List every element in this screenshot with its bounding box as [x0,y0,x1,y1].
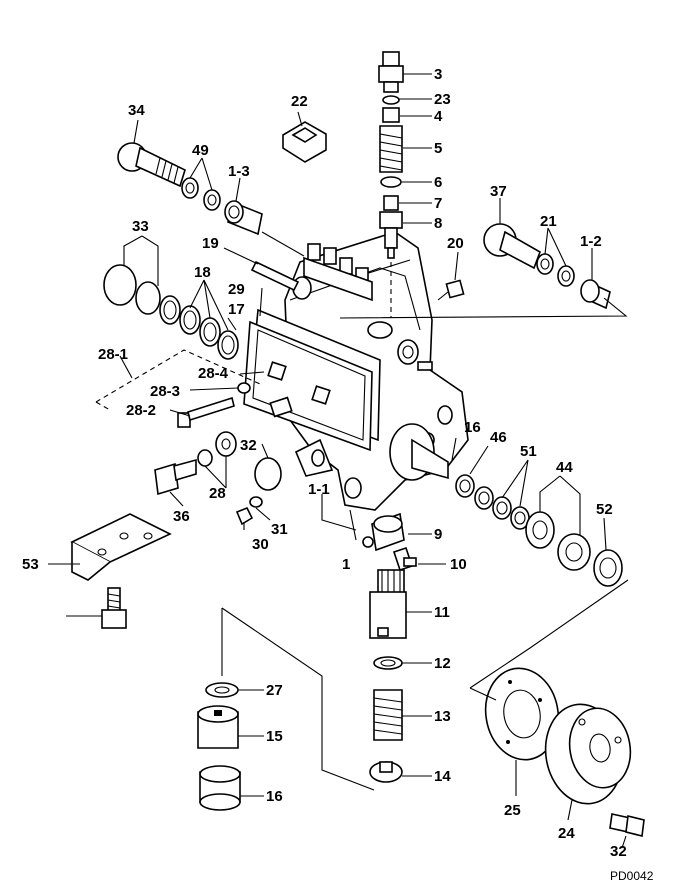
label-part-24: 21 [540,213,557,230]
label-part-22: 19 [202,235,219,252]
label-part-29: 27 [266,682,283,699]
drive-shaft-flange [389,423,449,481]
label-part-12: 12 [434,655,451,672]
label-part-6: 6 [434,174,442,191]
label-part-3: 3 [434,66,442,83]
label-part-28-3: 28-4 [198,365,229,382]
label-part-14: 14 [434,768,451,785]
label-part-15: 15 [266,728,283,745]
label-part-1-1: 1-1 [308,481,330,498]
washer-part-29 [205,682,239,698]
label-part-18: 17 [228,301,245,318]
flange-part-20 [544,703,632,805]
label-part-25: 22 [291,93,308,110]
label-part-35: 32 [240,437,257,454]
label-part-28-4: 29 [228,281,245,298]
label-part-34: 34 [128,102,145,119]
label-part-17: 16 [464,419,481,436]
spring-seat-part-14 [369,761,403,783]
label-part-16: 16 [266,788,283,805]
label-part-10: 10 [450,556,467,573]
spring-part-13 [373,689,403,741]
label-part-36: 36 [173,508,190,525]
label-part-32: 32 [610,843,627,860]
label-part-30: 30 [252,536,269,553]
leader-lines [48,73,629,849]
label-part-13: 13 [434,708,451,725]
banjo-bolt-group-left [117,142,263,236]
bolt-part-32 [609,813,645,837]
label-part-51: 52 [596,501,613,518]
label-part-27: 28 [209,485,226,502]
screw-part-10 [392,546,417,572]
label-part-23: 20 [447,235,464,252]
part-labels: 3 23 4 5 6 7 8 22 34 49 1-3 19 20 37 21 … [22,66,654,883]
gasket-part-21 [484,667,560,761]
bracket-part-25 [282,121,327,163]
label-part-49: 49 [192,142,209,159]
washer-part-12 [373,656,403,670]
label-part-9: 9 [434,526,442,543]
label-part-1: 1 [342,556,350,573]
bolt-part-53 [101,587,127,629]
tappet-part-15 [197,705,239,749]
label-part-26: 23 [434,91,451,108]
label-part-21: 25 [504,802,521,819]
cover-bolt-group [95,349,261,428]
pin-part-22 [250,260,300,292]
label-part-1-2: 1-2 [580,233,602,250]
label-part-1-3: 1-3 [228,163,250,180]
lower-fasteners [154,396,334,526]
label-part-46: 51 [520,443,537,460]
delivery-valve-stack [378,51,404,318]
label-part-33: 33 [132,218,149,235]
label-part-28: 28-1 [98,346,128,363]
bolt-part-23 [437,279,465,301]
label-part-44: 46 [490,429,507,446]
label-part-7: 7 [434,195,442,212]
label-part-20: 24 [558,825,575,842]
label-part-43: 44 [556,459,573,476]
label-part-4: 4 [434,108,443,125]
drive-side-rings [455,474,623,587]
clamp-part-9 [362,512,405,552]
mounting-bracket-part-52 [70,513,172,581]
gear-and-seals-left [103,264,239,360]
drawing-code: PD0042 [610,869,654,883]
roller-part-16 [199,765,241,811]
label-part-8: 8 [434,215,442,232]
label-part-5: 5 [434,140,442,157]
cover-plate-assembly [243,308,381,452]
label-part-28-1: 28-2 [126,402,156,419]
label-part-31: 31 [271,521,288,538]
label-part-52: 53 [22,556,39,573]
banjo-bolt-group-right [483,223,611,310]
label-part-28-2: 28-3 [150,383,180,400]
plunger-part-11 [369,569,407,639]
label-part-37: 37 [490,183,507,200]
label-part-19: 18 [194,264,211,281]
label-part-11: 11 [434,604,450,621]
